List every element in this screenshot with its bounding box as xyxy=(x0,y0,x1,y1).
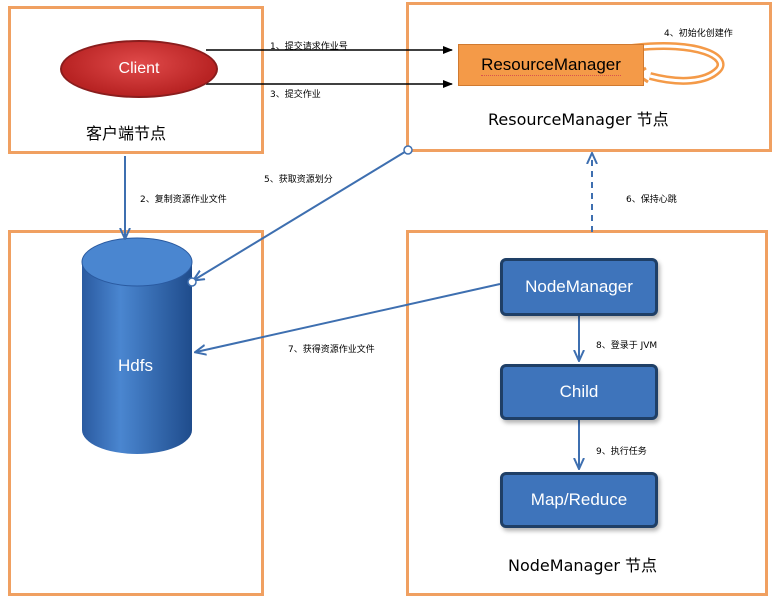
step-8-label: 8、登录于 JVM xyxy=(596,341,658,351)
step-6-label: 6、保持心跳 xyxy=(626,195,677,205)
mapreduce-label: Map/Reduce xyxy=(530,490,628,509)
resourcemanager-node: ResourceManager xyxy=(458,44,644,86)
resourcemanager-frame-label: ResourceManager 节点 xyxy=(488,110,669,129)
step-2-label: 2、复制资源作业文件 xyxy=(140,195,227,205)
step-7-label: 7、获得资源作业文件 xyxy=(288,345,375,355)
client-label: Client xyxy=(118,60,160,77)
step-9-label: 9、执行任务 xyxy=(596,447,647,457)
step-5-label: 5、获取资源划分 xyxy=(264,175,333,185)
client-node: Client xyxy=(60,40,218,98)
step-1-label: 1、提交请求作业号 xyxy=(270,42,348,52)
nodemanager-node: NodeManager xyxy=(500,258,658,316)
client-frame-label: 客户端节点 xyxy=(86,124,167,143)
nodemanager-frame-label: NodeManager 节点 xyxy=(508,556,657,575)
hdfs-label: Hdfs xyxy=(118,356,153,375)
step-4-label: 4、初始化创建作 xyxy=(664,29,733,39)
nodemanager-label: NodeManager xyxy=(525,277,633,296)
child-label: Child xyxy=(559,382,599,401)
step-3-label: 3、提交作业 xyxy=(270,90,321,100)
child-node: Child xyxy=(500,364,658,420)
mapreduce-node: Map/Reduce xyxy=(500,472,658,528)
arrow-get-splits xyxy=(194,149,409,280)
arrow-fetch-job-files xyxy=(196,283,501,352)
arrow-initialize-job xyxy=(631,42,725,85)
resourcemanager-label: ResourceManager xyxy=(481,54,621,76)
hdfs-cylinder xyxy=(81,237,193,454)
